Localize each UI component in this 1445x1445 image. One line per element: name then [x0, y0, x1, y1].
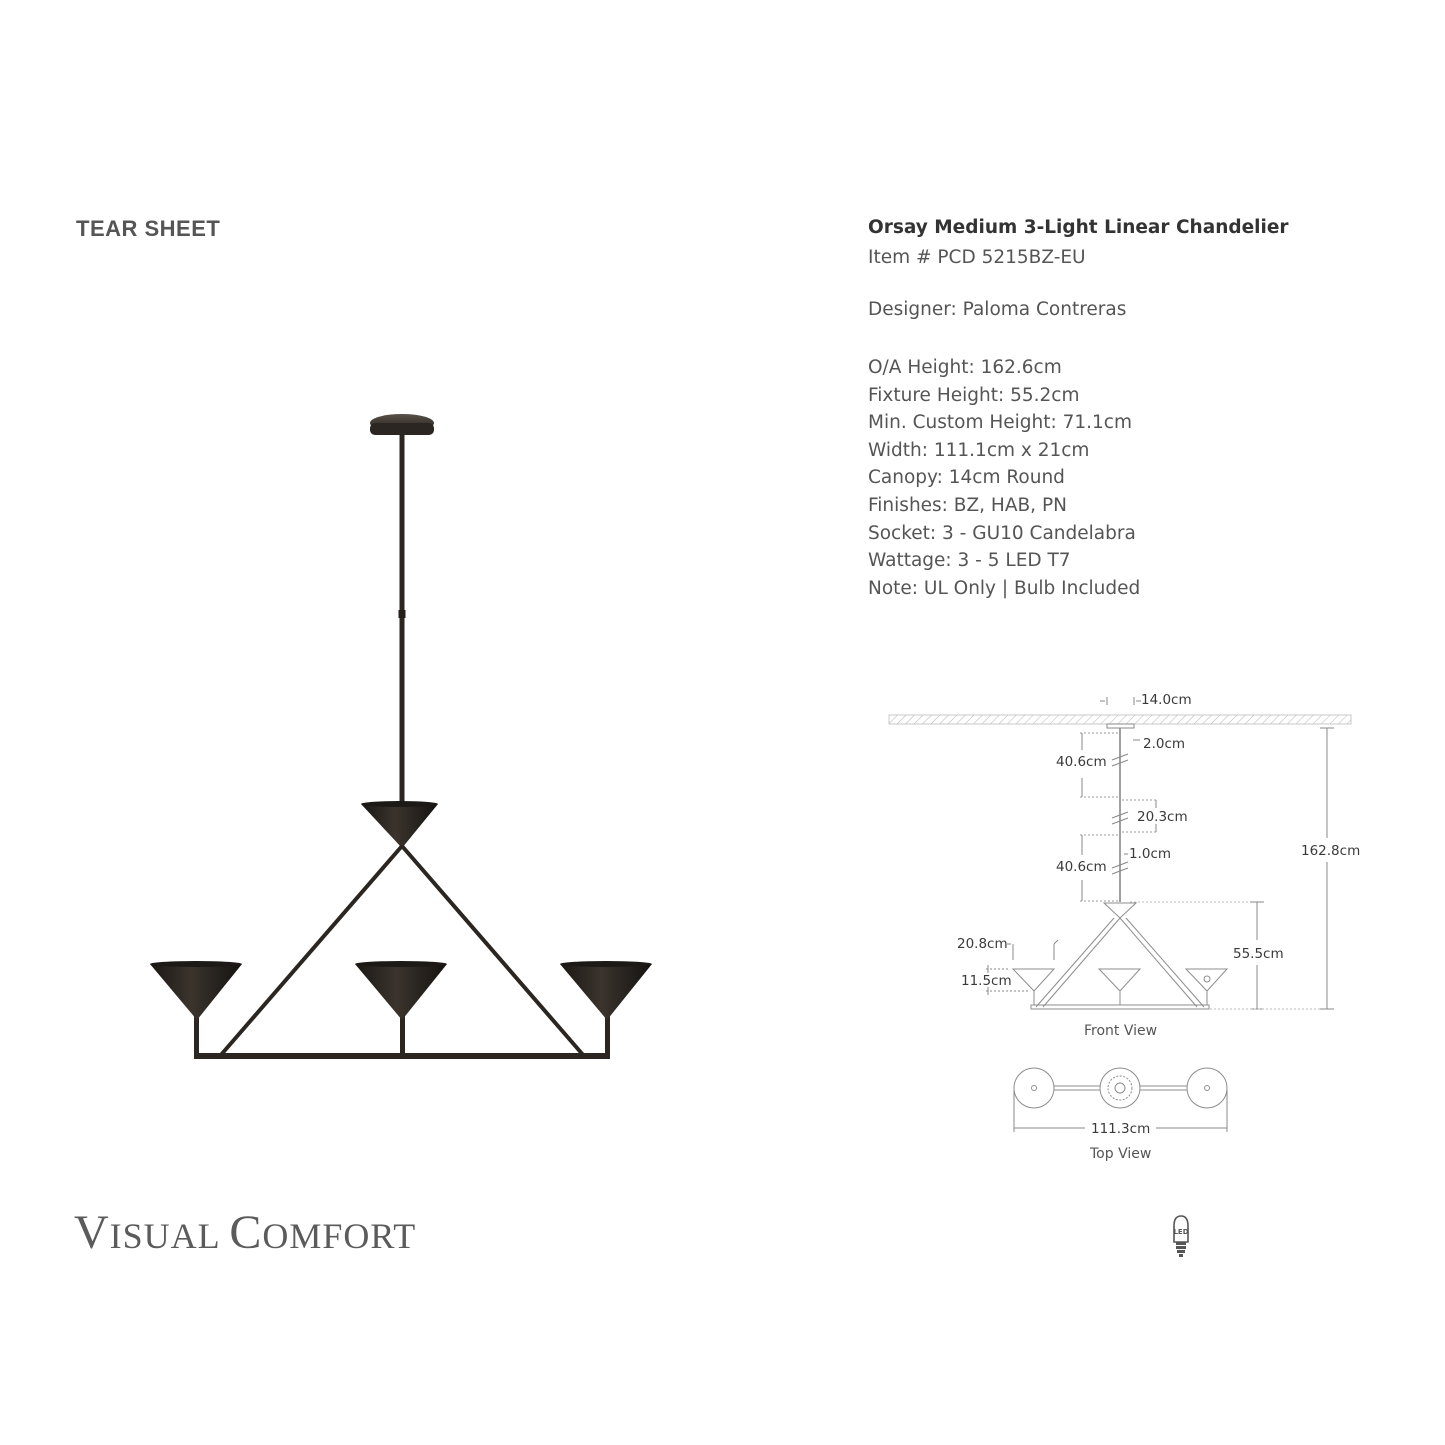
product-title: Orsay Medium 3-Light Linear Chandelier: [868, 217, 1289, 238]
stem: [399, 432, 405, 810]
dim-shade-height: 11.5cm: [961, 973, 1012, 989]
top-view-label: Top View: [1089, 1146, 1151, 1162]
spec-width: Width: 111.1cm x 21cm: [868, 439, 1090, 461]
brand-initial-v: V: [74, 1206, 110, 1259]
diagram-canopy: [1106, 723, 1135, 729]
spec-canopy: Canopy: 14cm Round: [868, 467, 1065, 489]
spec-note: Note: UL Only | Bulb Included: [868, 577, 1141, 599]
spec-socket: Socket: 3 - GU10 Candelabra: [868, 522, 1136, 544]
right-shade: [560, 964, 652, 1020]
item-number: Item # PCD 5215BZ-EU: [868, 247, 1086, 268]
spec-oa-height: O/A Height: 162.6cm: [868, 357, 1062, 378]
spec-fixture-height: Fixture Height: 55.2cm: [868, 384, 1080, 406]
dim-shade-width: 20.8cm: [957, 936, 1008, 952]
dim-rod-upper: 40.6cm: [1056, 754, 1107, 770]
dim-rod-lower: 40.6cm: [1056, 859, 1107, 875]
brand-initial-c: C: [229, 1206, 263, 1259]
tear-sheet-heading: TEAR SHEET: [76, 216, 221, 241]
brand-logo: VISUAL COMFORT: [74, 1205, 416, 1260]
dim-fixture-height: 55.5cm: [1233, 946, 1284, 962]
spec-finishes: Finishes: BZ, HAB, PN: [868, 494, 1067, 516]
top-shade: [361, 804, 438, 848]
left-shade: [150, 964, 242, 1020]
dimension-diagram: 14.0cm 2.0cm 40.6cm 20.3cm 1.0cm 40.6cm …: [888, 692, 1360, 1162]
dim-rod-gap: 1.0cm: [1129, 846, 1171, 862]
spec-list: O/A Height: 162.6cm Fixture Height: 55.2…: [868, 354, 1140, 602]
center-shade: [355, 964, 447, 1020]
dim-overall-width: 111.3cm: [1091, 1121, 1150, 1137]
dim-rod-mid: 20.3cm: [1137, 809, 1188, 825]
dim-overall-height: 162.8cm: [1301, 843, 1360, 859]
led-badge-text: LED: [1173, 1228, 1188, 1236]
front-view-fixture: [1011, 902, 1229, 1010]
designer: Designer: Paloma Contreras: [868, 299, 1127, 320]
dim-canopy-width: 14.0cm: [1141, 692, 1192, 708]
top-view-fixture: [1013, 1067, 1228, 1109]
chandelier-photo: [150, 414, 652, 1059]
front-view-label: Front View: [1084, 1023, 1157, 1039]
brand-word-isual: ISUAL: [109, 1216, 220, 1256]
spec-wattage: Wattage: 3 - 5 LED T7: [868, 550, 1071, 572]
spec-min-custom-height: Min. Custom Height: 71.1cm: [868, 412, 1132, 434]
ceiling-hatch: [888, 714, 1352, 725]
dim-canopy-height: 2.0cm: [1143, 736, 1185, 752]
led-bulb-icon: LED: [1173, 1215, 1189, 1257]
brand-word-omfort: OMFORT: [262, 1216, 417, 1256]
